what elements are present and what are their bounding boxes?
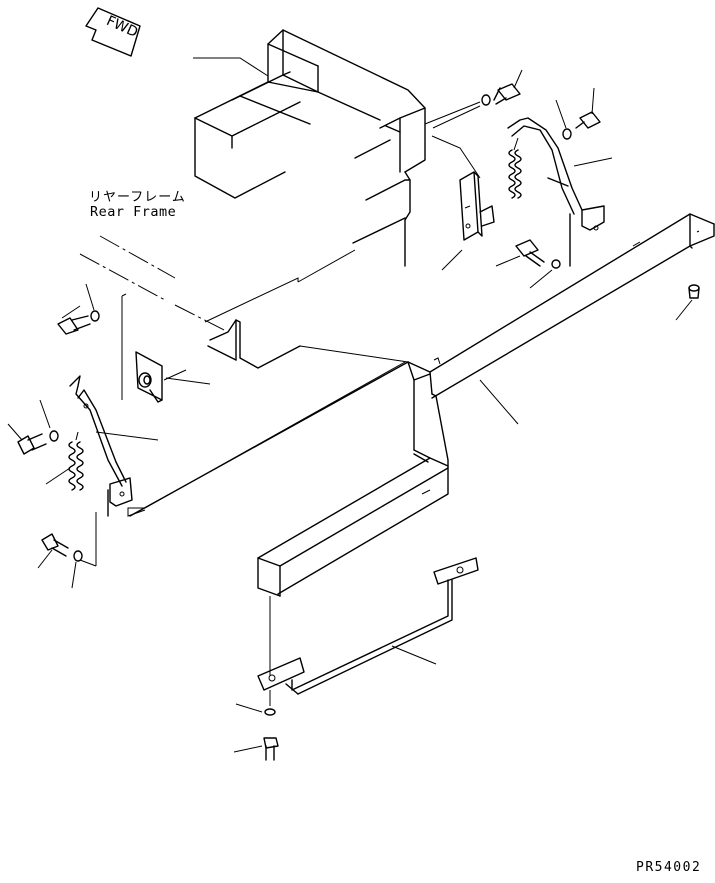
bolt-upper: [481, 69, 523, 106]
bolt-mid-right: [495, 239, 561, 289]
spring-upper: [508, 137, 522, 199]
main-cross-member: [257, 213, 715, 597]
bolt-left-mid: [7, 399, 59, 455]
lever-left: [69, 375, 159, 566]
bracket-plate-left: [121, 293, 211, 403]
rear-frame: [194, 29, 481, 267]
bolt-right: [555, 87, 601, 140]
bolt-left-upper: [57, 283, 100, 335]
spring-left: [45, 431, 84, 491]
stay-rod: [257, 557, 479, 695]
lever-upper: [507, 117, 613, 267]
bolt-left-lower: [37, 533, 97, 589]
rear-frame-label-en: Rear Frame: [90, 204, 177, 220]
forward-arrow-icon: [85, 7, 141, 57]
nut-right: [675, 284, 700, 321]
rear-frame-label-jp: リヤーフレーム: [89, 190, 186, 205]
bolt-bottom: [233, 703, 279, 761]
drawing-code: PR54002: [636, 860, 702, 875]
bracket-plate-right: [459, 171, 495, 241]
